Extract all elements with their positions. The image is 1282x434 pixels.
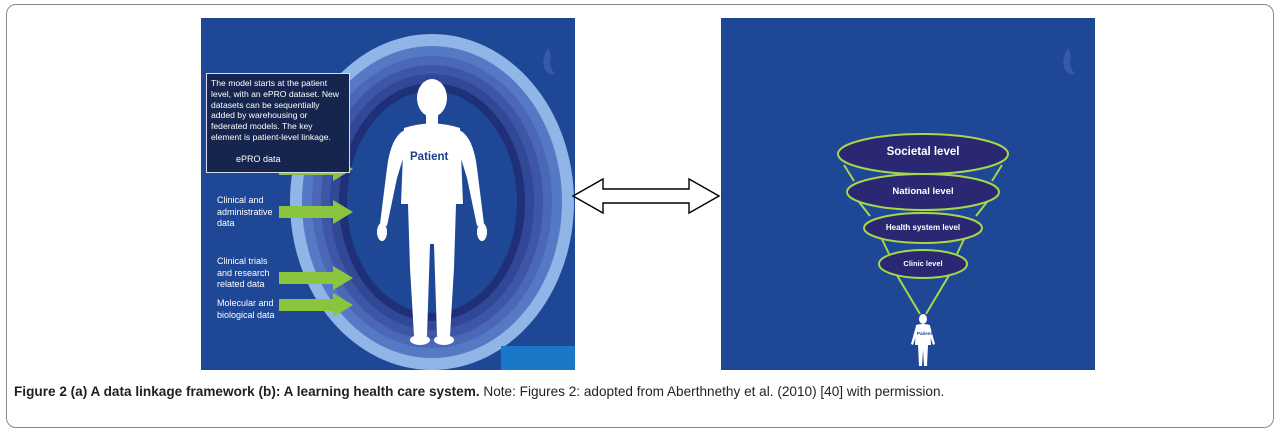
arrow-trials <box>279 266 353 290</box>
logo-mark-b <box>1063 48 1075 75</box>
patient-figure <box>377 79 487 345</box>
panel-b-graphic <box>837 48 1075 366</box>
double-arrow-icon <box>571 177 721 215</box>
arrow-clinical <box>279 200 353 224</box>
level-national: National level <box>892 186 954 197</box>
arrow-molecular <box>279 293 353 317</box>
panel-a-graphic <box>279 34 575 370</box>
figure-frame <box>6 4 1274 428</box>
panel-a-data-linkage: The model starts at the patient level, w… <box>201 18 575 370</box>
oval-clinic <box>878 249 968 279</box>
model-note-box: The model starts at the patient level, w… <box>206 73 350 173</box>
input-label-epro: ePRO data <box>236 154 281 164</box>
small-patient-label: Patient <box>917 331 933 336</box>
logo-mark <box>543 48 555 75</box>
input-label-clinical: Clinical and administrative data <box>217 195 273 228</box>
oval-national <box>846 173 1000 211</box>
figure-caption: Figure 2 (a) A data linkage framework (b… <box>14 382 1264 401</box>
caption-title: Figure 2 (a) A data linkage framework (b… <box>14 384 480 399</box>
patient-label: Patient <box>410 151 449 163</box>
input-label-molecular: Molecular and biological data <box>217 298 275 320</box>
input-label-trials: Clinical trials and research related dat… <box>217 256 270 289</box>
funnel-lines <box>843 164 1003 315</box>
level-clinic: Clinic level <box>903 259 943 268</box>
small-patient-figure <box>911 314 935 366</box>
corner-bar <box>501 346 575 370</box>
panel-b-learning-system: Societal level National level Health sys… <box>721 18 1095 370</box>
level-societal: Societal level <box>886 146 960 158</box>
caption-note: Note: Figures 2: adopted from Aberthneth… <box>479 384 945 399</box>
oval-health-system <box>863 212 983 244</box>
level-health-system: Health system level <box>885 223 961 232</box>
